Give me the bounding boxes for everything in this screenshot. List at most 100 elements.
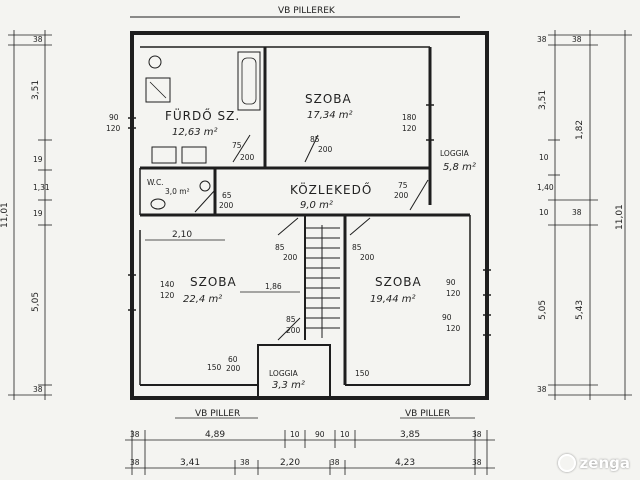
szoba3-door-b: 200 bbox=[360, 253, 375, 262]
watermark-text: zenga bbox=[579, 454, 630, 472]
right-dimension-chain bbox=[548, 30, 632, 400]
left-dim-5: 5,05 bbox=[31, 292, 41, 312]
washing-machine bbox=[145, 77, 171, 103]
szoba3-window2-b: 120 bbox=[446, 324, 461, 333]
right-dim-a2: 10 bbox=[539, 153, 549, 162]
bottom-right-beam-label: VB PILLER bbox=[405, 409, 450, 419]
right-dim-b2: 38 bbox=[572, 208, 582, 217]
szoba2-label: SZOBA bbox=[190, 275, 237, 289]
szoba2-area: 22,4 m² bbox=[183, 294, 222, 305]
hall-area: 9,0 m² bbox=[300, 200, 333, 211]
szoba2-door-b: 200 bbox=[283, 253, 298, 262]
bottom2-dim-0: 38 bbox=[130, 458, 140, 467]
toilet bbox=[150, 198, 166, 210]
right-dim-b0: 38 bbox=[572, 35, 582, 44]
wc-basin bbox=[199, 180, 211, 192]
szoba3-area: 19,44 m² bbox=[370, 294, 416, 305]
watermark: zenga bbox=[557, 454, 630, 472]
szoba1-door-a: 85 bbox=[310, 135, 320, 144]
bottom1-dim-0: 38 bbox=[130, 430, 140, 439]
loggia2-label: LOGGIA bbox=[269, 369, 299, 378]
bottom1-dim-3: 90 bbox=[315, 430, 325, 439]
bathtub bbox=[237, 51, 261, 111]
loggia1-label: LOGGIA bbox=[440, 149, 470, 158]
bath-window-a: 90 bbox=[109, 113, 119, 122]
washbasin-1 bbox=[151, 146, 177, 164]
loggia2-rail-left: 150 bbox=[207, 363, 222, 372]
wc-door-a: 65 bbox=[222, 191, 232, 200]
bottom1-dim-6: 38 bbox=[472, 430, 482, 439]
inner-dim: 2,10 bbox=[172, 230, 192, 240]
bottom2-dim-1: 3,41 bbox=[180, 458, 200, 468]
loggia2-door-swing bbox=[277, 317, 301, 341]
bottom-left-beam-label: VB PILLER bbox=[195, 409, 240, 419]
szoba2-door-a: 85 bbox=[275, 243, 285, 252]
bottom2-dim-6: 38 bbox=[472, 458, 482, 467]
loggia1-door-b: 200 bbox=[394, 191, 409, 200]
szoba2-window-b: 120 bbox=[160, 291, 175, 300]
bath-door-swing bbox=[232, 134, 251, 163]
loggia2-door-b: 200 bbox=[286, 326, 301, 335]
szoba1-door-b: 200 bbox=[318, 145, 333, 154]
szoba3-window2-a: 90 bbox=[442, 313, 452, 322]
left-dimension-chain bbox=[8, 30, 52, 400]
bath-window-b: 120 bbox=[106, 124, 121, 133]
loggia2-area: 3,3 m² bbox=[272, 380, 305, 391]
szoba3-window1-a: 90 bbox=[446, 278, 456, 287]
right-dim-a3: 1,40 bbox=[537, 183, 554, 192]
right-dim-a4: 10 bbox=[539, 208, 549, 217]
bottom1-dim-5: 3,85 bbox=[400, 430, 420, 440]
top-beam-label: VB PILLEREK bbox=[278, 6, 336, 16]
bottom2-dim-5: 4,23 bbox=[395, 458, 415, 468]
szoba1-window-b: 120 bbox=[402, 124, 417, 133]
loggia1-door-a: 75 bbox=[398, 181, 408, 190]
loggia-2-outline bbox=[257, 344, 331, 398]
szoba3-window1-b: 120 bbox=[446, 289, 461, 298]
bottom1-dim-4: 10 bbox=[340, 430, 350, 439]
szoba3-door-a: 85 bbox=[352, 243, 362, 252]
left-total: 11,01 bbox=[0, 202, 10, 228]
wc-door-swing bbox=[194, 189, 216, 213]
bottom2-dim-3: 2,20 bbox=[280, 458, 300, 468]
right-dim-a0: 38 bbox=[537, 35, 547, 44]
left-dim-2: 19 bbox=[33, 155, 43, 164]
szoba1-label: SZOBA bbox=[305, 92, 352, 106]
bath-door-a: 75 bbox=[232, 141, 242, 150]
loggia2-door-a: 85 bbox=[286, 315, 296, 324]
left-dim-6: 38 bbox=[33, 385, 43, 394]
szoba3-door-swing bbox=[349, 217, 371, 236]
loggia2-window-a: 60 bbox=[228, 355, 238, 364]
loggia2-window-b: 200 bbox=[226, 364, 241, 373]
wc-door-b: 200 bbox=[219, 201, 234, 210]
wc-area: 3,0 m² bbox=[165, 187, 190, 196]
right-dim-a1: 3,51 bbox=[538, 90, 548, 110]
bottom2-dim-2: 38 bbox=[240, 458, 250, 467]
left-dim-4: 19 bbox=[33, 209, 43, 218]
loggia1-area: 5,8 m² bbox=[443, 162, 476, 173]
right-dim-a5: 5,05 bbox=[538, 300, 548, 320]
left-dim-0: 38 bbox=[33, 35, 43, 44]
left-dim-1: 3,51 bbox=[31, 80, 41, 100]
bottom1-dim-1: 4,89 bbox=[205, 430, 225, 440]
szoba2-door-swing bbox=[277, 217, 299, 236]
szoba2-window-a: 140 bbox=[160, 280, 175, 289]
right-dim-a6: 38 bbox=[537, 385, 547, 394]
bottom1-dim-2: 10 bbox=[290, 430, 300, 439]
hall-label: KÖZLEKEDŐ bbox=[290, 181, 372, 197]
right-dim-b3: 5,43 bbox=[575, 300, 585, 320]
wc-label: W.C. bbox=[147, 178, 164, 187]
left-dim-3: 1,31 bbox=[33, 183, 50, 192]
bath-area: 12,63 m² bbox=[172, 127, 218, 138]
bottom-dimension-chain bbox=[125, 430, 495, 475]
bottom2-dim-4: 38 bbox=[330, 458, 340, 467]
loggia2-rail-right: 150 bbox=[355, 369, 370, 378]
szoba1-window-a: 180 bbox=[402, 113, 417, 122]
bath-door-b: 200 bbox=[240, 153, 255, 162]
loggia1-door-swing bbox=[409, 179, 429, 211]
bath-label: FÜRDŐ SZ. bbox=[165, 107, 240, 123]
washbasin-2 bbox=[181, 146, 207, 164]
right-total: 11,01 bbox=[615, 204, 625, 230]
szoba3-label: SZOBA bbox=[375, 275, 422, 289]
